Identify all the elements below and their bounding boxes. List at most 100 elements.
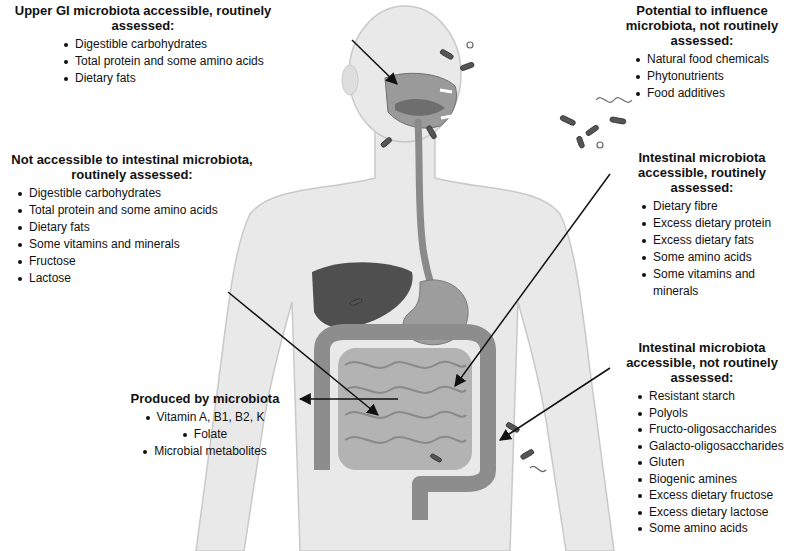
- bullet-text: Excess dietary fructose: [649, 487, 773, 504]
- bullet-text: Resistant starch: [649, 388, 735, 405]
- bullet-row: Phytonutrients: [636, 68, 798, 85]
- bullet-text: Food additives: [647, 85, 725, 102]
- bullet-dot: [636, 92, 640, 96]
- text-group: Produced by microbiotaVitamin A, B1, B2,…: [110, 391, 300, 460]
- bullet-text: Excess dietary lactose: [649, 504, 768, 521]
- bullet-dot: [64, 77, 68, 81]
- bullet-row: Fructo-oligosaccharides: [638, 421, 798, 438]
- body-outline: [196, 130, 614, 551]
- bullet-text: Galacto-oligosaccharides: [649, 438, 784, 455]
- bullet-row: Digestible carbohydrates: [18, 185, 260, 202]
- bullet-text: Microbial metabolites: [154, 443, 267, 460]
- text-group: Intestinal microbiota accessible, not ro…: [606, 340, 798, 537]
- ear: [342, 65, 358, 95]
- bullet-text: Gluten: [649, 454, 684, 471]
- head-outline: [349, 6, 461, 142]
- group-heading: Produced by microbiota: [110, 391, 300, 406]
- bullet-row: Fructose: [18, 253, 260, 270]
- bullet-dot: [18, 277, 22, 281]
- bullet-text: Total protein and some amino acids: [75, 53, 264, 70]
- bullet-text: Phytonutrients: [647, 68, 724, 85]
- bullet-text: Some amino acids: [653, 249, 752, 266]
- bullet-dot: [638, 412, 642, 416]
- bullet-row: Excess dietary fats: [642, 232, 798, 249]
- bullet-text: Excess dietary protein: [653, 215, 771, 232]
- bullet-row: Resistant starch: [638, 388, 798, 405]
- bullet-row: Total protein and some amino acids: [18, 202, 260, 219]
- bullet-row: Some amino acids: [642, 249, 798, 266]
- bullet-row: Excess dietary fructose: [638, 487, 798, 504]
- bullet-text: Some vitamins and minerals: [29, 236, 180, 253]
- bullet-text: Dietary fats: [75, 70, 136, 87]
- bullet-text: Vitamin A, B1, B2, K: [157, 409, 265, 426]
- liver: [312, 262, 413, 328]
- bullet-dot: [183, 433, 187, 437]
- leader-arrow: [352, 40, 397, 84]
- bullet-list: Resistant starchPolyolsFructo-oligosacch…: [638, 388, 798, 537]
- bullet-dot: [638, 461, 642, 465]
- bullet-dot: [638, 478, 642, 482]
- group-heading: Potential to influence microbiota, not r…: [606, 3, 798, 48]
- bullet-list: Vitamin A, B1, B2, KFolateMicrobial meta…: [110, 409, 300, 460]
- bullet-dot: [642, 273, 646, 277]
- bullet-text: Folate: [194, 426, 227, 443]
- bullet-dot: [638, 511, 642, 515]
- bullet-dot: [18, 192, 22, 196]
- bullet-text: Total protein and some amino acids: [29, 202, 218, 219]
- bullet-text: Some amino acids: [649, 520, 748, 537]
- bullet-text: Some vitamins and minerals: [653, 266, 798, 300]
- bullet-dot: [636, 75, 640, 79]
- bullet-row: Total protein and some amino acids: [64, 53, 284, 70]
- oral-cavity: [385, 73, 457, 128]
- group-heading: Not accessible to intestinal microbiota,…: [4, 152, 260, 182]
- bullet-dot: [638, 445, 642, 449]
- leader-arrow: [500, 368, 610, 440]
- bullet-dot: [18, 260, 22, 264]
- bullet-text: Digestible carbohydrates: [75, 36, 207, 53]
- bullet-text: Polyols: [649, 405, 688, 422]
- bullet-text: Digestible carbohydrates: [29, 185, 161, 202]
- bullet-row: Excess dietary protein: [642, 215, 798, 232]
- bullet-dot: [642, 256, 646, 260]
- teeth: [440, 90, 452, 118]
- bullet-text: Dietary fibre: [653, 198, 718, 215]
- bullet-dot: [642, 222, 646, 226]
- small-intestine: [338, 348, 472, 470]
- group-heading: Intestinal microbiota accessible, routin…: [606, 150, 798, 195]
- bullet-row: Food additives: [636, 85, 798, 102]
- bullet-text: Excess dietary fats: [653, 232, 754, 249]
- text-group: Potential to influence microbiota, not r…: [606, 3, 798, 102]
- bullet-list: Natural food chemicalsPhytonutrientsFood…: [636, 51, 798, 102]
- bullet-row: Vitamin A, B1, B2, K: [110, 409, 300, 426]
- bacteria: [350, 49, 627, 463]
- mouth-cavity: [385, 73, 457, 128]
- bullet-row: Gluten: [638, 454, 798, 471]
- bullet-dot: [143, 450, 147, 454]
- bullet-text: Fructose: [29, 253, 76, 270]
- bullet-row: Some amino acids: [638, 520, 798, 537]
- bullet-text: Fructo-oligosaccharides: [649, 421, 776, 438]
- bullet-text: Lactose: [29, 270, 71, 287]
- bullet-dot: [638, 494, 642, 498]
- oesophagus: [418, 122, 432, 288]
- bullet-row: Some vitamins and minerals: [642, 266, 798, 300]
- leader-arrow: [455, 174, 610, 386]
- bullet-row: Folate: [110, 426, 300, 443]
- bullet-row: Dietary fibre: [642, 198, 798, 215]
- bullet-row: Galacto-oligosaccharides: [638, 438, 798, 455]
- bullet-dot: [64, 43, 68, 47]
- bullet-dot: [642, 205, 646, 209]
- bullet-dot: [146, 416, 150, 420]
- bullet-text: Biogenic amines: [649, 471, 737, 488]
- bullet-row: Lactose: [18, 270, 260, 287]
- bullet-row: Biogenic amines: [638, 471, 798, 488]
- bullet-row: Excess dietary lactose: [638, 504, 798, 521]
- bullet-dot: [642, 239, 646, 243]
- bullet-text: Dietary fats: [29, 219, 90, 236]
- bullet-list: Dietary fibreExcess dietary proteinExces…: [642, 198, 798, 300]
- bullet-list: Digestible carbohydratesTotal protein an…: [64, 36, 284, 87]
- bullet-dot: [638, 527, 642, 531]
- body-silhouette: [196, 6, 614, 551]
- tongue: [395, 99, 445, 116]
